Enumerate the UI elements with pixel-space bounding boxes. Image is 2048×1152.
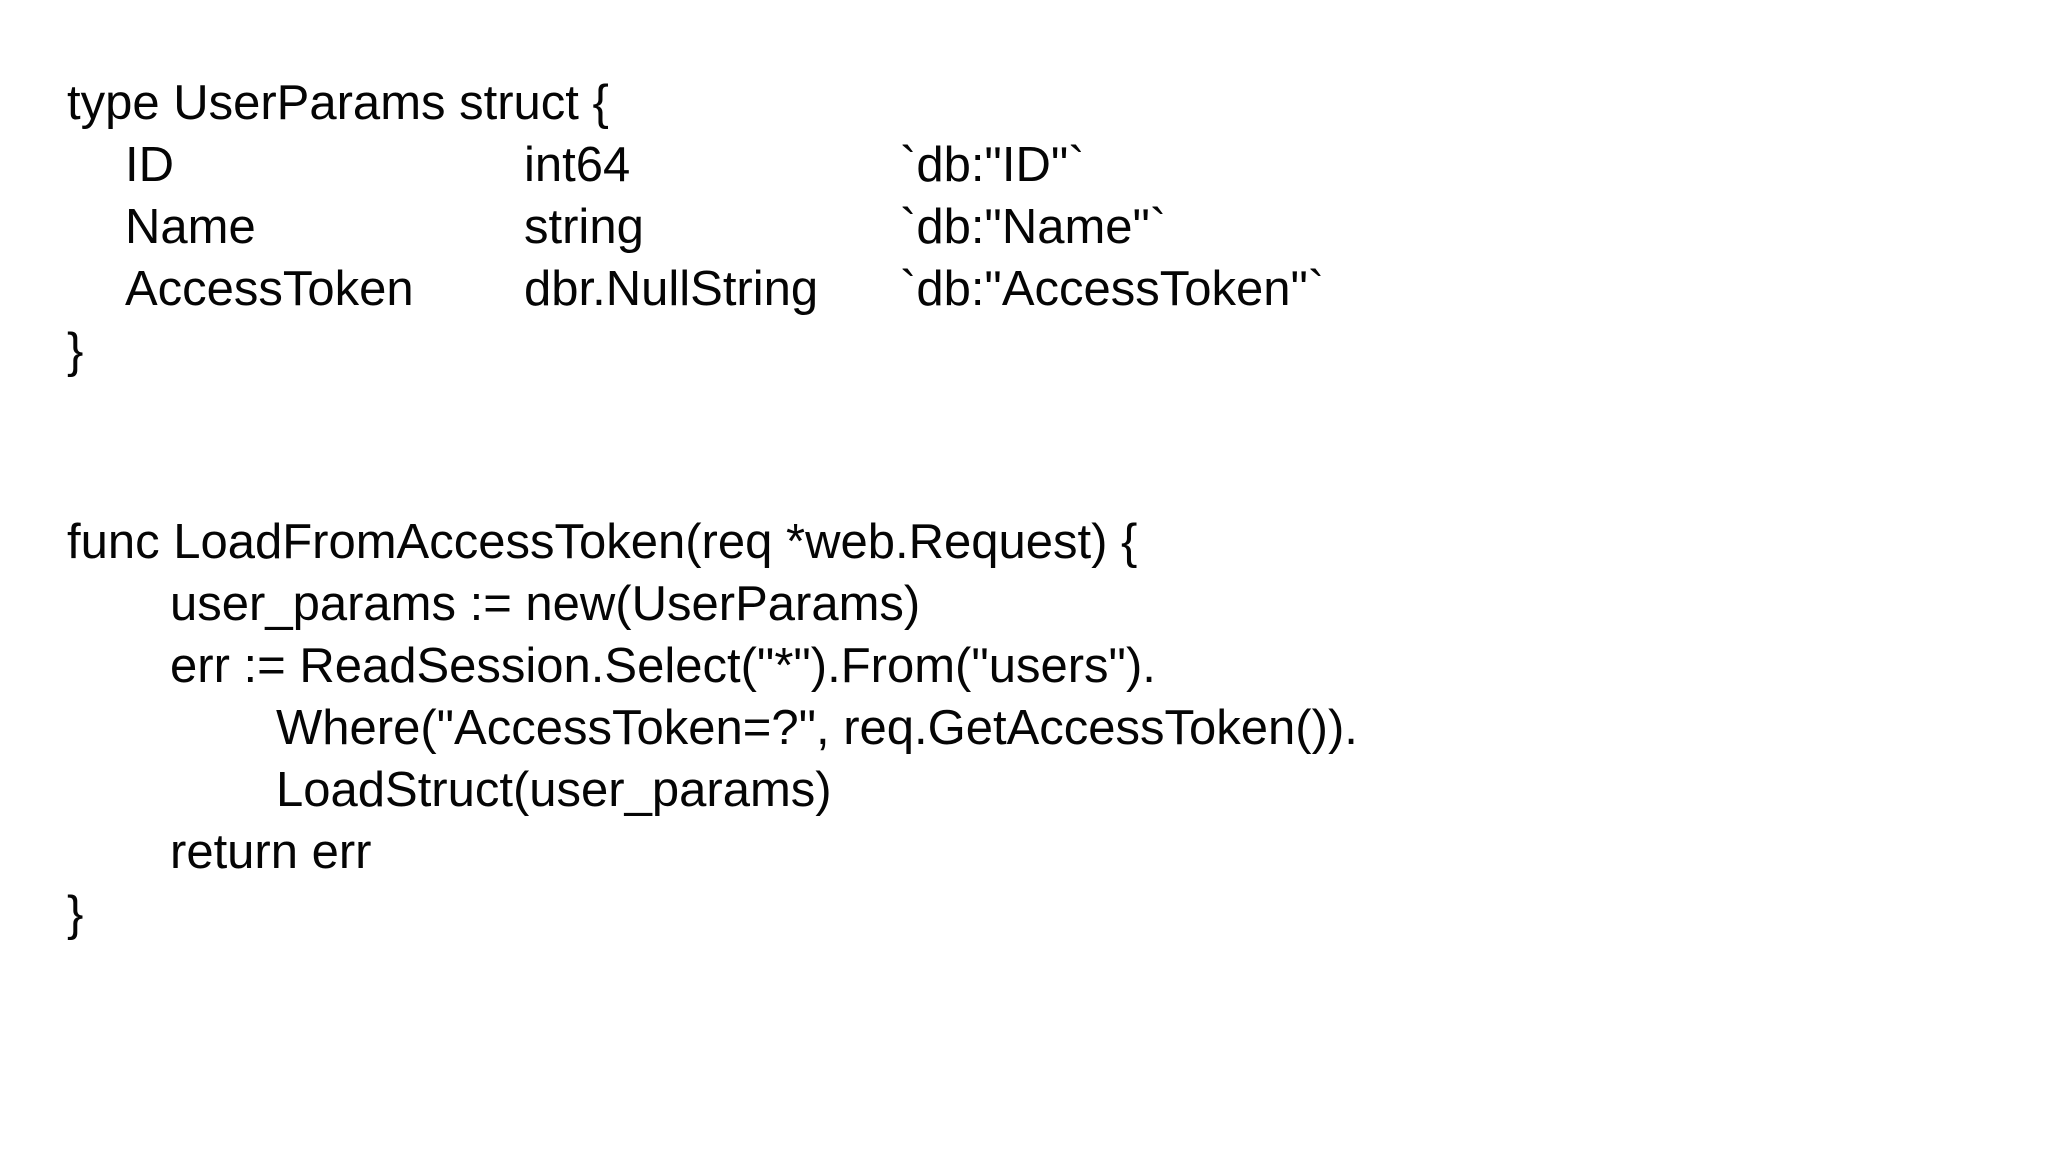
struct-close-brace: }: [67, 324, 84, 378]
func-body-line: Where("AccessToken=?", req.GetAccessToke…: [276, 701, 1358, 755]
struct-field-row: ID int64 `db:"ID"`: [125, 134, 2048, 196]
function-block: func LoadFromAccessToken(req *web.Reques…: [67, 511, 2048, 945]
struct-field-row: AccessToken dbr.NullString `db:"AccessTo…: [125, 258, 2048, 320]
field-type: int64: [524, 138, 631, 192]
field-db-tag: `db:"ID"`: [900, 138, 1085, 192]
field-name: AccessToken: [125, 262, 414, 316]
func-close-brace: }: [67, 887, 84, 941]
field-db-tag: `db:"AccessToken"`: [900, 262, 1325, 316]
func-body-line: err := ReadSession.Select("*").From("use…: [170, 639, 1156, 693]
struct-definition-block: type UserParams struct { ID int64 `db:"I…: [67, 72, 2048, 382]
field-db-tag: `db:"Name"`: [900, 200, 1167, 254]
func-body-line: user_params := new(UserParams): [170, 577, 921, 631]
func-body-line: LoadStruct(user_params): [276, 763, 832, 817]
struct-header-line: type UserParams struct {: [67, 76, 609, 130]
field-name: Name: [125, 200, 256, 254]
func-return-line: return err: [170, 825, 372, 879]
field-type: string: [524, 200, 644, 254]
field-name: ID: [125, 138, 174, 192]
block-gap: [0, 382, 2048, 511]
field-type: dbr.NullString: [524, 262, 819, 316]
func-signature-line: func LoadFromAccessToken(req *web.Reques…: [67, 515, 1138, 569]
struct-field-row: Name string `db:"Name"`: [125, 196, 2048, 258]
